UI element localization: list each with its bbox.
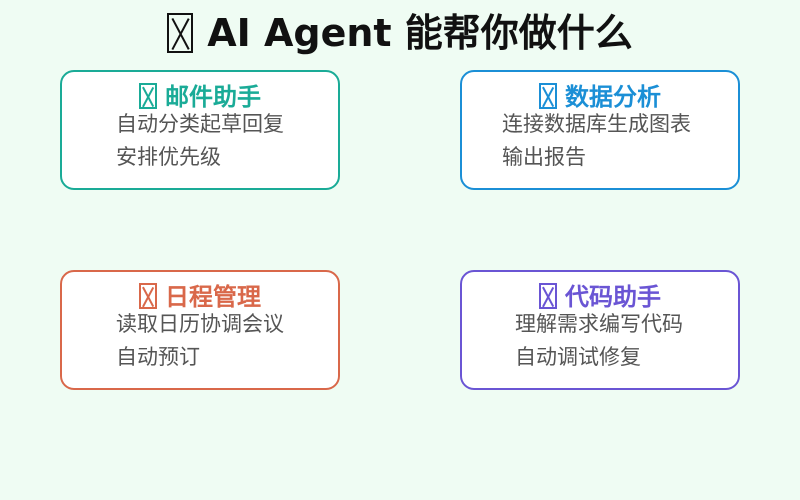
card-data-analysis: 数据分析 连接数据库生成图表 输出报告 (460, 70, 740, 190)
card-description-line: 自动分类起草回复 (116, 112, 284, 136)
card-description-line: 安排优先级 (116, 145, 221, 169)
card-title-text: 代码助手 (565, 283, 661, 311)
page-title: AI Agent 能帮你做什么 (0, 4, 800, 62)
card-description-line: 输出报告 (502, 145, 586, 169)
card-description-line: 读取日历协调会议 (116, 312, 284, 336)
card-description-line: 连接数据库生成图表 (502, 112, 691, 136)
card-description: 自动分类起草回复 安排优先级 (116, 108, 284, 174)
card-title: 日程管理 (62, 278, 338, 316)
card-schedule-management: 日程管理 读取日历协调会议 自动预订 (60, 270, 340, 390)
page-title-text: AI Agent 能帮你做什么 (207, 11, 633, 55)
card-description: 连接数据库生成图表 输出报告 (502, 108, 691, 174)
card-email-assistant: 邮件助手 自动分类起草回复 安排优先级 (60, 70, 340, 190)
card-title: 邮件助手 (62, 78, 338, 116)
card-title-text: 日程管理 (165, 283, 261, 311)
missing-glyph-icon (139, 283, 157, 309)
card-title: 代码助手 (462, 278, 738, 316)
missing-glyph-icon (139, 83, 157, 109)
card-description-line: 理解需求编写代码 (515, 312, 683, 336)
missing-glyph-icon (539, 83, 557, 109)
card-description-line: 自动预订 (116, 345, 200, 369)
card-description: 读取日历协调会议 自动预订 (116, 308, 284, 374)
card-title: 数据分析 (462, 78, 738, 116)
card-code-assistant: 代码助手 理解需求编写代码 自动调试修复 (460, 270, 740, 390)
card-title-text: 数据分析 (565, 83, 661, 111)
card-title-text: 邮件助手 (165, 83, 261, 111)
card-description: 理解需求编写代码 自动调试修复 (515, 308, 683, 374)
card-description-line: 自动调试修复 (515, 345, 641, 369)
missing-glyph-icon (167, 12, 194, 53)
missing-glyph-icon (539, 283, 557, 309)
